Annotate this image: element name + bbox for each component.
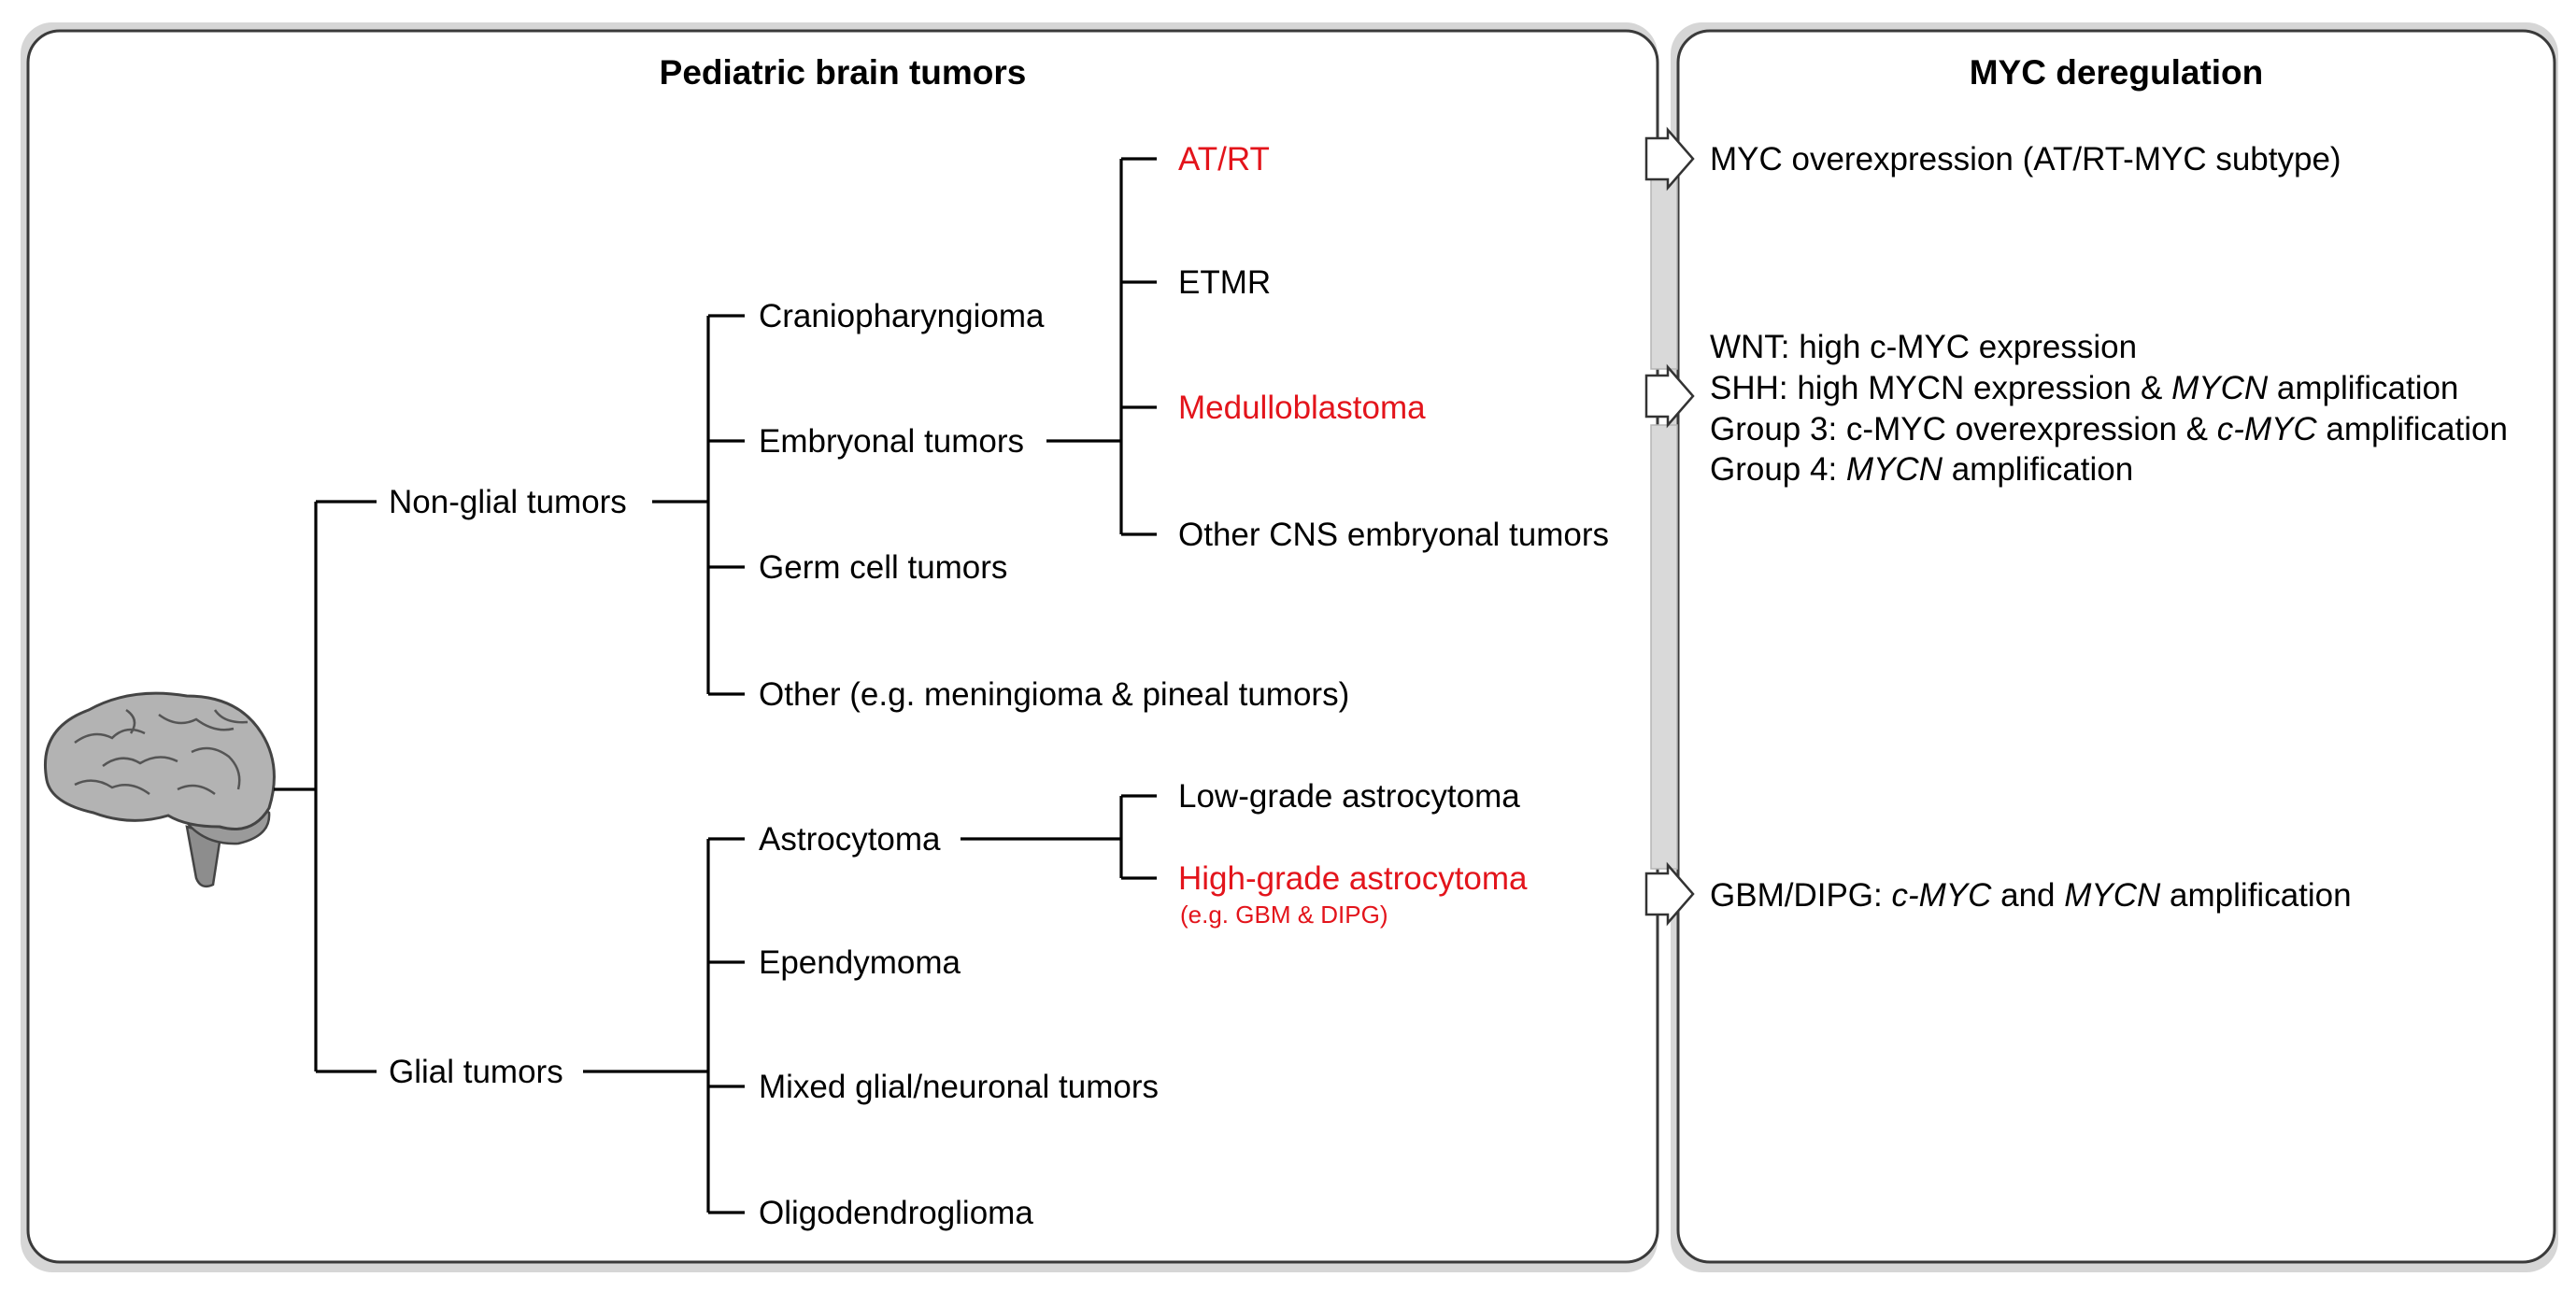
left-panel-title: Pediatric brain tumors bbox=[660, 53, 1027, 92]
astrocytoma-label: Astrocytoma bbox=[759, 821, 941, 858]
myc-group3-text: Group 3: c-MYC overexpression & c-MYC am… bbox=[1710, 411, 2508, 447]
mixed-label: Mixed glial/neuronal tumors bbox=[759, 1069, 1159, 1105]
atrt-label: AT/RT bbox=[1178, 141, 1270, 177]
high-grade-note: (e.g. GBM & DIPG) bbox=[1180, 901, 1388, 929]
ependymoma-label: Ependymoma bbox=[759, 944, 961, 981]
tree-connectors bbox=[274, 157, 1157, 1214]
myc-group4-text: Group 4: MYCN amplification bbox=[1710, 451, 2133, 488]
link-arrows bbox=[1644, 126, 1695, 927]
link-bar-2 bbox=[1650, 424, 1678, 870]
myc-shh-text: SHH: high MYCN expression & MYCN amplifi… bbox=[1710, 370, 2458, 406]
medulloblastoma-label: Medulloblastoma bbox=[1178, 390, 1426, 426]
myc-wnt-text: WNT: high c-MYC expression bbox=[1710, 329, 2137, 365]
other-cns-label: Other CNS embryonal tumors bbox=[1178, 517, 1609, 553]
right-panel bbox=[1676, 29, 2556, 1264]
myc-gbm-text: GBM/DIPG: c-MYC and MYCN amplification bbox=[1710, 877, 2352, 914]
etmr-label: ETMR bbox=[1178, 264, 1271, 301]
high-grade-label: High-grade astrocytoma bbox=[1178, 860, 1528, 897]
myc-atrt-text: MYC overexpression (AT/RT-MYC subtype) bbox=[1710, 141, 2341, 177]
right-panel-title: MYC deregulation bbox=[1970, 53, 2264, 92]
link-bar-1 bbox=[1650, 172, 1678, 370]
embryonal-label: Embryonal tumors bbox=[759, 423, 1024, 460]
craniopharyngioma-label: Craniopharyngioma bbox=[759, 298, 1045, 334]
glial-label: Glial tumors bbox=[389, 1054, 563, 1090]
arrow-atrt bbox=[1644, 126, 1695, 192]
other-label: Other (e.g. meningioma & pineal tumors) bbox=[759, 676, 1349, 713]
non-glial-label: Non-glial tumors bbox=[389, 484, 627, 520]
brain-icon bbox=[44, 691, 276, 888]
low-grade-label: Low-grade astrocytoma bbox=[1178, 778, 1520, 815]
germ-cell-label: Germ cell tumors bbox=[759, 549, 1007, 586]
arrow-medulloblastoma bbox=[1644, 363, 1695, 429]
arrow-hga bbox=[1644, 861, 1695, 927]
oligodendroglioma-label: Oligodendroglioma bbox=[759, 1195, 1033, 1231]
